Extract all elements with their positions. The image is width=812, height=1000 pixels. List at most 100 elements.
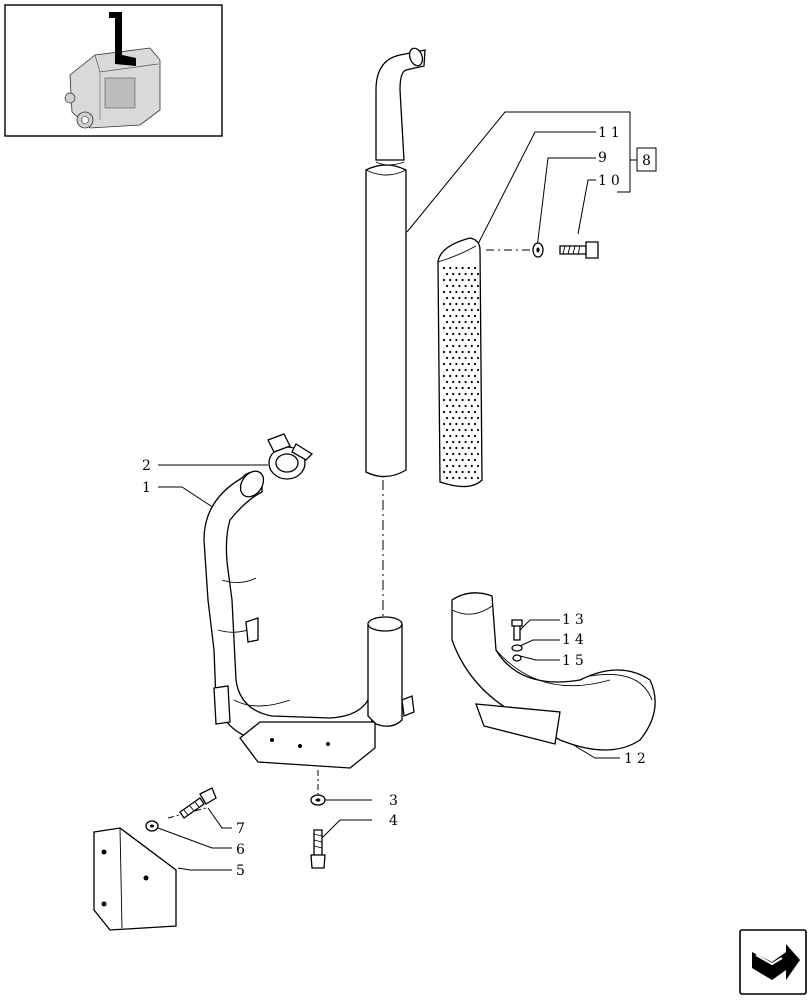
perforation-hole — [470, 344, 473, 348]
engine-thumbnail-icon — [64, 12, 161, 129]
perforation-hole — [442, 398, 446, 402]
perforation-hole — [452, 284, 455, 288]
perforation-hole — [449, 326, 452, 330]
perforation-hole — [445, 368, 449, 372]
perforation-hole — [470, 272, 473, 276]
perforation-hole — [458, 476, 461, 480]
perforation-hole — [470, 476, 473, 480]
perforation-hole — [473, 266, 477, 270]
perforation-hole — [467, 266, 470, 270]
perforation-hole — [473, 422, 477, 426]
callout-6: 6 — [236, 842, 249, 858]
mounting-plate — [213, 685, 376, 769]
perforation-hole — [473, 314, 477, 318]
engine-thumbnail[interactable] — [4, 4, 223, 137]
perforation-hole — [473, 338, 477, 342]
perforation-hole — [452, 440, 455, 444]
perforation-hole — [449, 314, 452, 318]
perforation-hole — [464, 332, 467, 336]
perforation-hole — [464, 368, 467, 372]
perforation-hole — [473, 410, 477, 414]
perforation-hole — [442, 362, 446, 366]
perforation-hole — [470, 404, 473, 408]
perforation-hole — [470, 392, 473, 396]
perforation-hole — [458, 296, 461, 300]
perforation-hole — [476, 368, 480, 372]
perforation-hole — [452, 308, 455, 312]
perforation-hole — [449, 302, 452, 306]
perforation-hole — [445, 284, 449, 288]
perforation-hole — [442, 410, 446, 414]
perforation-hole — [476, 272, 480, 276]
callout-2: 2 — [142, 458, 155, 474]
perforation-hole — [449, 290, 452, 294]
clamp-2 — [267, 433, 314, 480]
callout-10: 10 — [598, 173, 624, 189]
perforation-hole — [476, 404, 480, 408]
perforation-hole — [461, 266, 464, 270]
perforation-hole — [445, 416, 449, 420]
perforation-hole — [467, 302, 470, 306]
perforation-hole — [455, 326, 458, 330]
perforation-hole — [455, 386, 458, 390]
perforation-hole — [458, 440, 461, 444]
perforation-hole — [467, 458, 470, 462]
perforation-hole — [458, 320, 461, 324]
perforation-hole — [464, 416, 467, 420]
perforation-hole — [458, 452, 461, 456]
perforation-hole — [455, 458, 458, 462]
exhaust-stack — [365, 47, 426, 478]
perforation-hole — [470, 416, 473, 420]
perforation-hole — [461, 290, 464, 294]
perforation-hole — [470, 428, 473, 432]
perforation-hole — [476, 464, 480, 468]
perforation-hole — [476, 416, 480, 420]
perforation-hole — [452, 464, 455, 468]
perforation-hole — [455, 266, 458, 270]
perforation-hole — [445, 356, 449, 360]
perforation-hole — [476, 356, 480, 360]
perforation-hole — [473, 302, 477, 306]
perforation-hole — [476, 380, 480, 384]
callout-9: 9 — [598, 150, 611, 166]
perforation-hole — [473, 470, 477, 474]
perforation-hole — [461, 458, 464, 462]
perforation-hole — [455, 410, 458, 414]
perforation-hole — [467, 446, 470, 450]
perforation-hole — [464, 380, 467, 384]
perforation-hole — [464, 452, 467, 456]
perforation-hole — [461, 350, 464, 354]
callout-leaders — [157, 111, 637, 871]
perforation-hole — [449, 434, 452, 438]
callout-13: 13 — [562, 612, 588, 628]
perforation-hole — [461, 410, 464, 414]
perforation-hole — [452, 476, 455, 480]
perforation-hole — [442, 290, 446, 294]
perforation-hole — [458, 464, 461, 468]
perforation-hole — [467, 326, 470, 330]
perforation-hole — [452, 392, 455, 396]
perforation-hole — [470, 440, 473, 444]
deflector-12 — [451, 592, 656, 751]
perforation-hole — [442, 446, 446, 450]
perforation-hole — [449, 470, 452, 474]
perforation-hole — [452, 272, 455, 276]
perforation-hole — [452, 296, 455, 300]
perforation-hole — [455, 314, 458, 318]
perforation-hole — [452, 416, 455, 420]
screw-10 — [559, 241, 599, 259]
perforation-hole — [467, 422, 470, 426]
callout-8: 8 — [642, 153, 655, 169]
perforation-hole — [455, 290, 458, 294]
perforation-hole — [452, 428, 455, 432]
perforation-hole — [442, 314, 446, 318]
washer-14 — [511, 644, 523, 652]
perforation-hole — [452, 368, 455, 372]
perforation-hole — [452, 404, 455, 408]
perforation-hole — [455, 470, 458, 474]
perforation-hole — [467, 278, 470, 282]
perforation-hole — [442, 470, 446, 474]
perforation-hole — [458, 428, 461, 432]
next-page-button[interactable] — [739, 929, 807, 995]
perforation-hole — [467, 410, 470, 414]
